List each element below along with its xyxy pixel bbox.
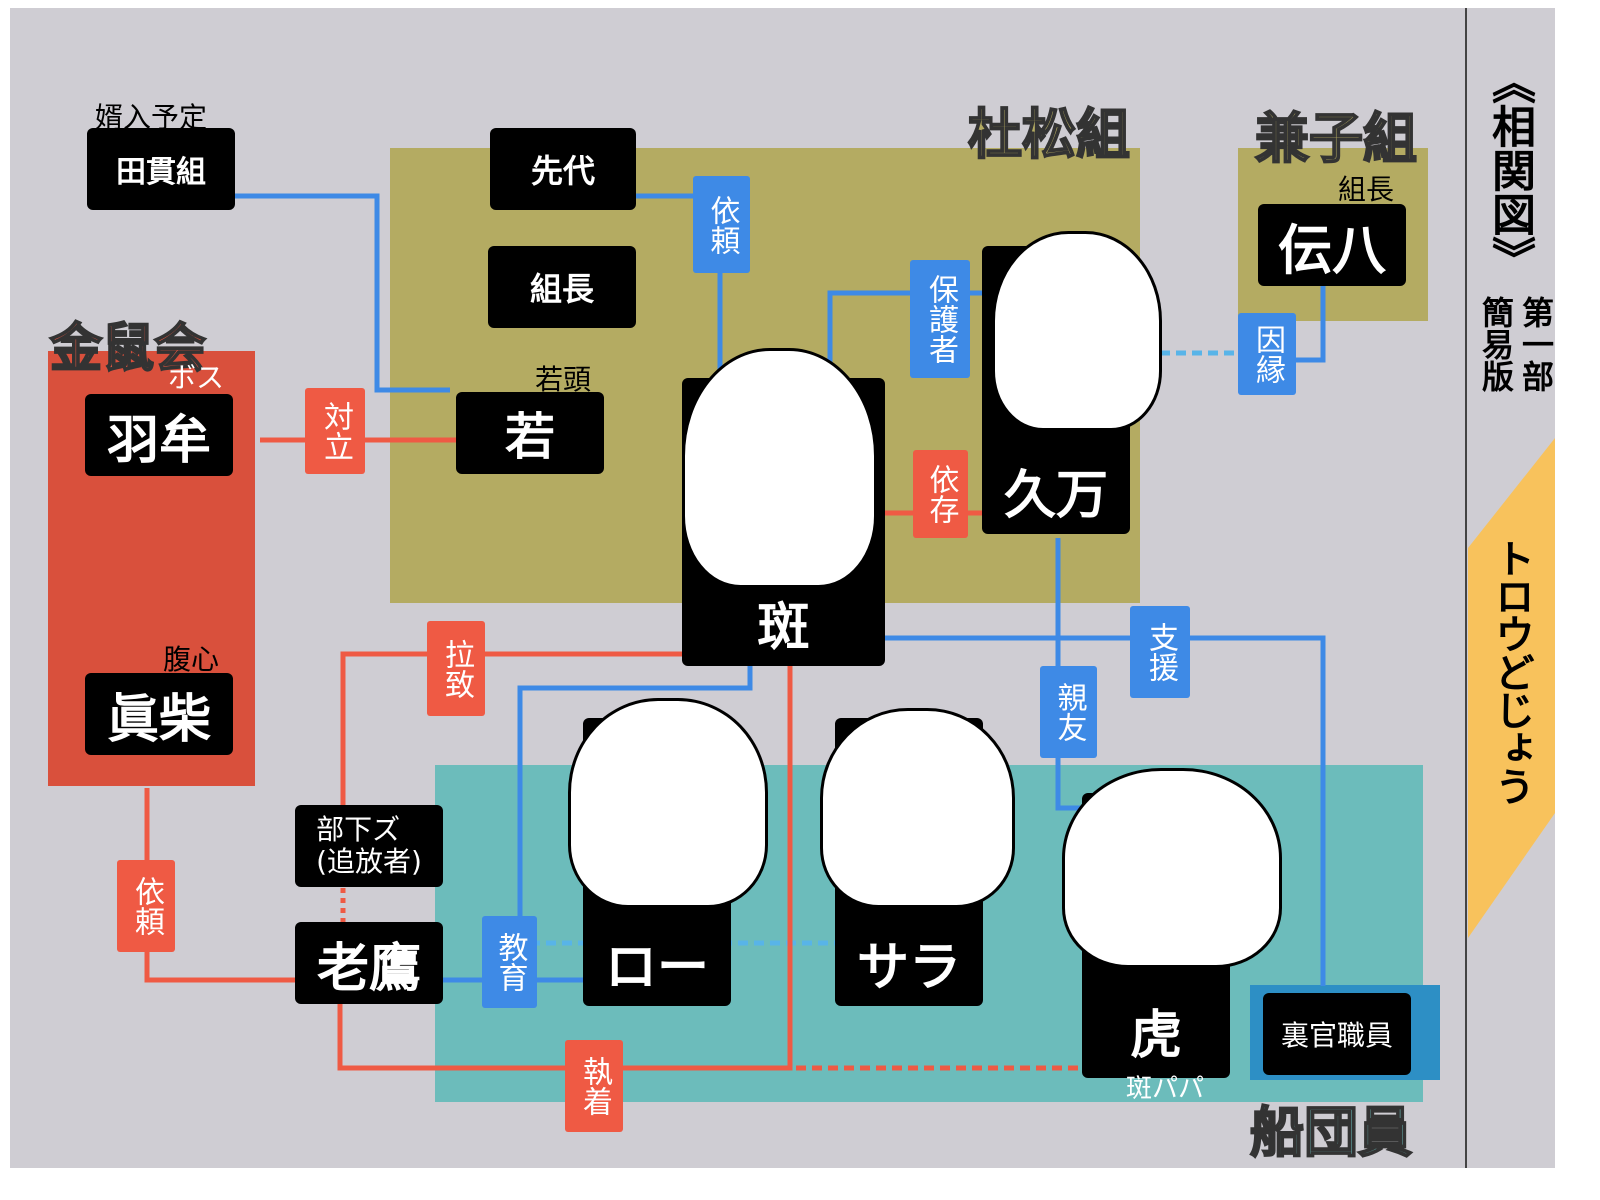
relation-innen: 因縁 [1238, 313, 1296, 395]
portrait-kuman [992, 231, 1162, 431]
name-tora: 虎 [1129, 1006, 1182, 1066]
node-roka[interactable]: 老鷹 [295, 922, 443, 1004]
relation-irai-sendai: 依頼 [693, 176, 750, 273]
line-rachi [340, 651, 690, 818]
logo-text: トロウどじょう [1488, 538, 1534, 804]
node-tanuki[interactable]: 田貫組 [87, 128, 235, 210]
name-madara: 斑 [757, 598, 810, 658]
name-ro: ロー [604, 938, 709, 998]
part-label: 第一部 [1517, 296, 1555, 392]
card-madara[interactable]: 斑 [682, 348, 885, 666]
caption-tanuki: 婿入予定 [95, 101, 208, 134]
relation-kyoiku: 教育 [482, 916, 537, 1008]
relation-shuchaku: 執着 [565, 1040, 623, 1132]
portrait-madara [682, 348, 877, 588]
node-waka[interactable]: 若 [456, 392, 604, 474]
name-kuman: 久万 [1003, 466, 1108, 526]
card-kuman[interactable]: 久万 [982, 231, 1162, 534]
relation-shien: 支援 [1130, 606, 1190, 698]
line-kyoiku-madara [517, 656, 753, 943]
group-title-sendan: 船団員 [1249, 1100, 1413, 1165]
chart-title: 《相関図》 [1484, 60, 1535, 280]
group-title-kaneko: 兼子組 [1254, 106, 1418, 171]
node-buka[interactable]: 部下ズ (追放者) [295, 805, 443, 887]
card-tora[interactable]: 虎 [1062, 768, 1282, 1078]
node-hau[interactable]: 羽牟 [85, 394, 233, 476]
card-sara[interactable]: サラ [820, 708, 1015, 1006]
node-denpachi[interactable]: 伝八 [1258, 204, 1406, 286]
line-irai2 [144, 788, 295, 983]
edition-label: 簡易版 [1477, 296, 1515, 392]
caption-waka: 若頭 [535, 363, 592, 396]
relation-rachi: 拉致 [427, 621, 485, 716]
caption-hau: ボス [168, 361, 225, 394]
portrait-sara [820, 708, 1015, 908]
line-shien [883, 635, 1326, 986]
diagram-canvas: 杜松組 兼子組 金鼠会 船団員 《相関図》 第一部 簡易版 トロウどじょう 婿入… [10, 8, 1555, 1168]
portrait-ro [568, 698, 768, 908]
relation-shinyu: 親友 [1040, 666, 1097, 758]
name-sara: サラ [856, 938, 961, 998]
caption-denpachi: 組長 [1338, 173, 1395, 206]
line-tanuki-waka [235, 193, 450, 393]
relation-hogosha: 保護者 [910, 260, 970, 378]
card-ro[interactable]: ロー [568, 698, 768, 1006]
caption-mashiba: 腹心 [163, 643, 220, 676]
node-sendai[interactable]: 先代 [490, 128, 636, 210]
node-mashiba[interactable]: 眞柴 [85, 673, 233, 755]
relation-irai-mashiba: 依頼 [117, 860, 175, 952]
group-title-kinsokai: 金鼠会 [49, 318, 207, 380]
node-kumicho[interactable]: 組長 [488, 246, 636, 328]
relation-izon: 依存 [913, 450, 968, 538]
node-urakan[interactable]: 裏官職員 [1263, 993, 1411, 1075]
group-title-morimatsu: 杜松組 [967, 102, 1131, 167]
right-border [1465, 8, 1467, 1168]
caption-tora: 斑パパ [1126, 1074, 1205, 1104]
portrait-tora [1062, 768, 1282, 968]
relation-tairitsu: 対立 [305, 388, 365, 474]
